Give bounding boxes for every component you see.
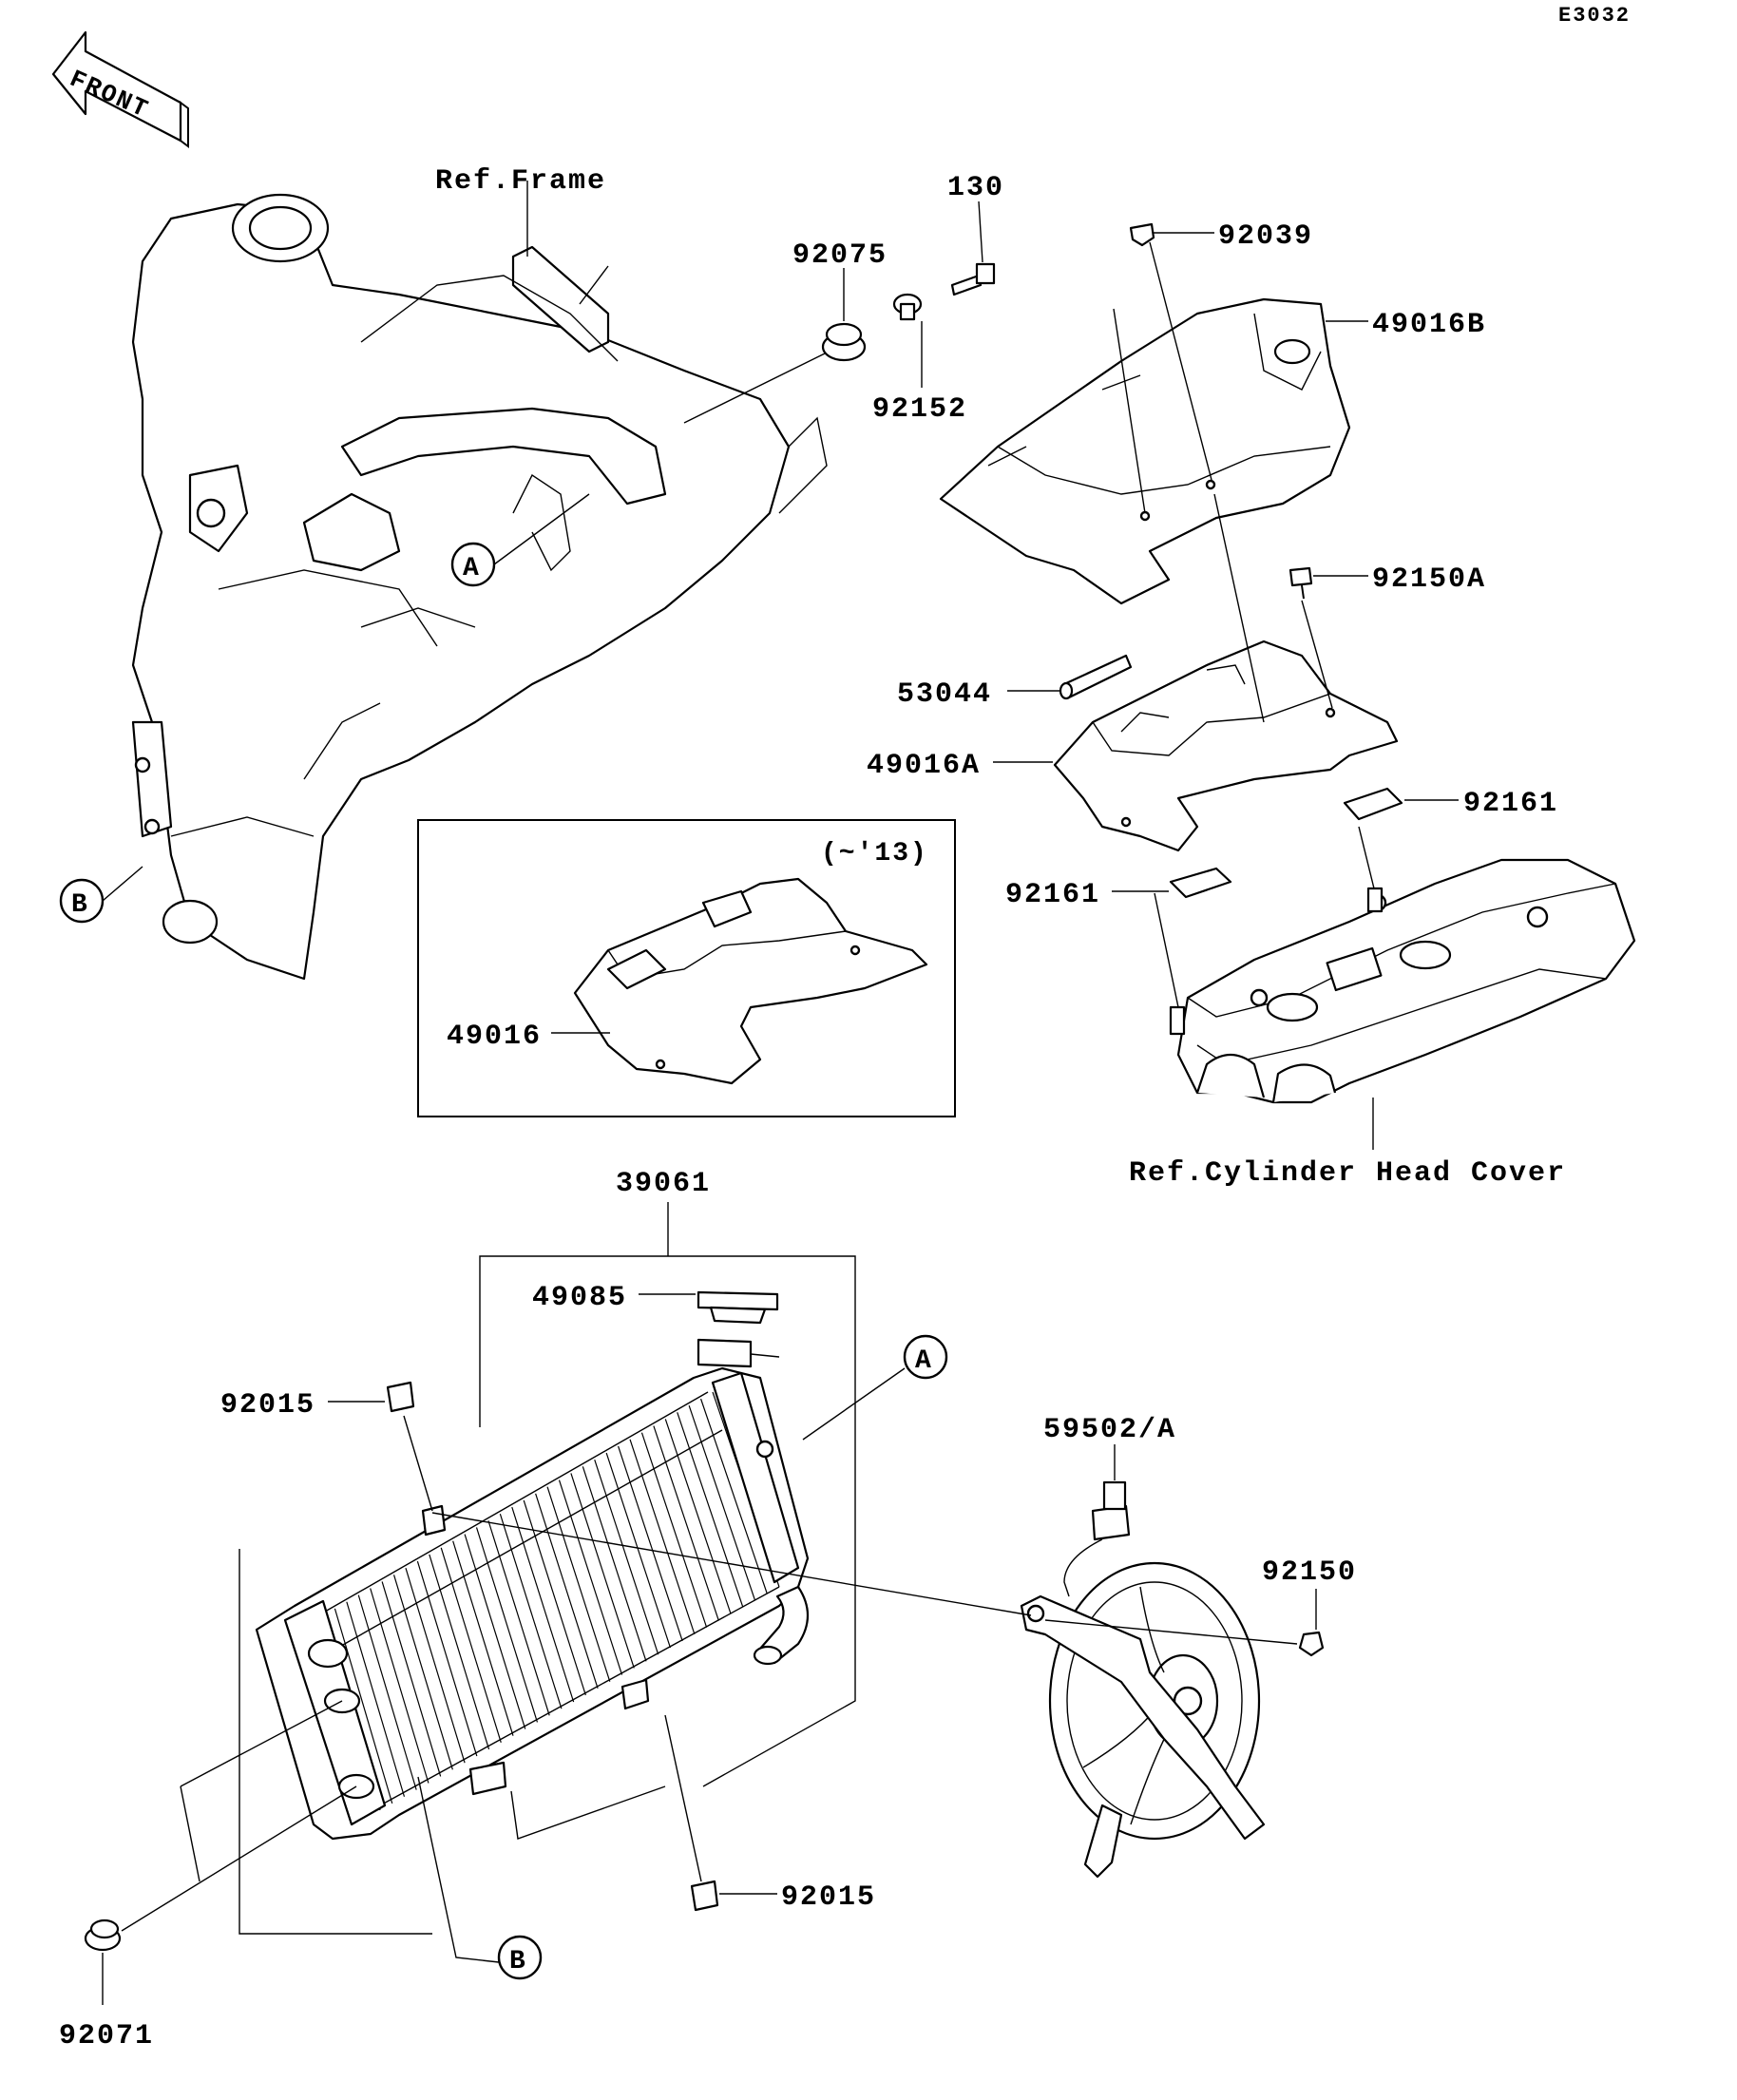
radiator-fin <box>629 1439 696 1635</box>
part-number-53044: 53044 <box>897 678 992 711</box>
part-number-39061: 39061 <box>616 1168 711 1200</box>
callout-a-radiator: A <box>903 1334 948 1380</box>
bolt-130 <box>950 200 996 296</box>
radiator-fin <box>677 1412 744 1608</box>
radiator-fin <box>618 1445 683 1642</box>
callout-b-frame: B <box>59 878 105 924</box>
radiator-fin <box>475 1527 539 1723</box>
part-number-92150A: 92150A <box>1372 563 1486 596</box>
nut-92015-bottom <box>510 1714 777 1912</box>
radiator-fin <box>535 1493 599 1690</box>
part-number-130: 130 <box>947 172 1004 204</box>
leader-line <box>180 1700 343 1787</box>
radiator-fin <box>640 1432 708 1628</box>
part-number-92150: 92150 <box>1262 1556 1357 1589</box>
callout-b-radiator: B <box>497 1935 543 1980</box>
clip-92039 <box>1129 222 1214 247</box>
frame-drawing <box>131 193 828 981</box>
pad-92161-left <box>1112 867 1232 899</box>
front-arrow-icon: FRONT <box>51 30 189 148</box>
grommet-92075 <box>683 268 867 424</box>
callout-a-frame: A <box>450 542 496 587</box>
nut-92150 <box>1298 1589 1325 1657</box>
rubber-53044 <box>1007 654 1133 700</box>
part-number-92039: 92039 <box>1218 220 1313 253</box>
radiator-fin <box>392 1575 453 1770</box>
cover-49016A <box>993 493 1399 852</box>
inset-note: (~'13) <box>821 839 928 869</box>
radiator-fin <box>487 1520 550 1716</box>
diagram-code: E3032 <box>1558 4 1631 28</box>
part-number-92152: 92152 <box>872 393 967 426</box>
radiator-fin <box>523 1499 586 1696</box>
bolt-92150A <box>1288 566 1368 600</box>
radiator-fin <box>546 1486 611 1682</box>
radiator-fin <box>664 1419 732 1614</box>
part-number-59502-A: 59502/A <box>1043 1414 1176 1446</box>
leader-line <box>431 1512 1032 1616</box>
radiator-cap-49085 <box>639 1290 780 1368</box>
radiator-fin <box>357 1594 417 1790</box>
cover-49016 <box>551 877 928 1085</box>
nut-92015-top <box>328 1381 433 1512</box>
radiator-fin <box>346 1601 406 1797</box>
svg-text:B: B <box>509 1947 527 1976</box>
leader-line <box>493 493 590 565</box>
leader-line <box>802 1367 906 1441</box>
cooling-fan-drawing <box>1020 1444 1266 1879</box>
radiator-fin <box>700 1398 768 1594</box>
svg-text:A: A <box>463 554 481 583</box>
radiator-fin <box>582 1466 647 1662</box>
part-number-49016B: 49016B <box>1372 309 1486 341</box>
radiator-fin <box>605 1452 672 1649</box>
group-bracket <box>479 1255 856 1787</box>
part-number-92161-right: 92161 <box>1463 788 1558 820</box>
leader-line <box>102 866 143 902</box>
grommet-92071 <box>84 1785 357 2005</box>
radiator-fin <box>405 1567 466 1764</box>
radiator-fin <box>653 1425 719 1621</box>
ref-frame-label: Ref.Frame <box>435 165 606 198</box>
radiator-fin <box>370 1588 429 1784</box>
leader-line <box>417 1776 500 1963</box>
radiator-fin <box>440 1547 502 1743</box>
cover-49016B <box>939 241 1368 605</box>
part-number-49016A: 49016A <box>867 750 981 782</box>
leader-line <box>180 1785 200 1882</box>
part-number-92071: 92071 <box>59 2020 154 2052</box>
radiator-fin <box>594 1460 659 1655</box>
radiator-fin <box>570 1473 635 1669</box>
radiator-fin <box>381 1581 442 1777</box>
svg-text:A: A <box>915 1346 933 1376</box>
inset-box <box>417 819 956 1117</box>
radiator-drawing <box>255 1366 810 1841</box>
leader-line <box>1044 1619 1298 1645</box>
part-number-92015-top: 92015 <box>220 1389 315 1422</box>
group-bracket-left <box>239 1549 432 1935</box>
radiator-fin <box>464 1534 526 1729</box>
collar-92152 <box>892 293 923 388</box>
radiator-fin <box>499 1514 563 1709</box>
ref-cylinder-head-cover-label: Ref.Cylinder Head Cover <box>1129 1157 1566 1190</box>
part-number-92075: 92075 <box>792 239 888 272</box>
svg-text:B: B <box>71 890 89 920</box>
part-number-92161-left: 92161 <box>1005 879 1100 911</box>
part-number-49085: 49085 <box>532 1282 627 1314</box>
radiator-fin <box>334 1608 393 1804</box>
radiator-fin <box>429 1554 490 1750</box>
radiator-fin <box>452 1540 514 1736</box>
part-number-49016: 49016 <box>447 1021 542 1053</box>
radiator-fin <box>688 1405 756 1601</box>
cylinder-head-cover-drawing <box>1154 826 1636 1104</box>
radiator-fin <box>511 1506 575 1703</box>
radiator-fin <box>416 1560 478 1757</box>
radiator-fin <box>558 1480 623 1675</box>
part-number-92015-bottom: 92015 <box>781 1881 876 1914</box>
pad-92161-right <box>1343 787 1459 821</box>
